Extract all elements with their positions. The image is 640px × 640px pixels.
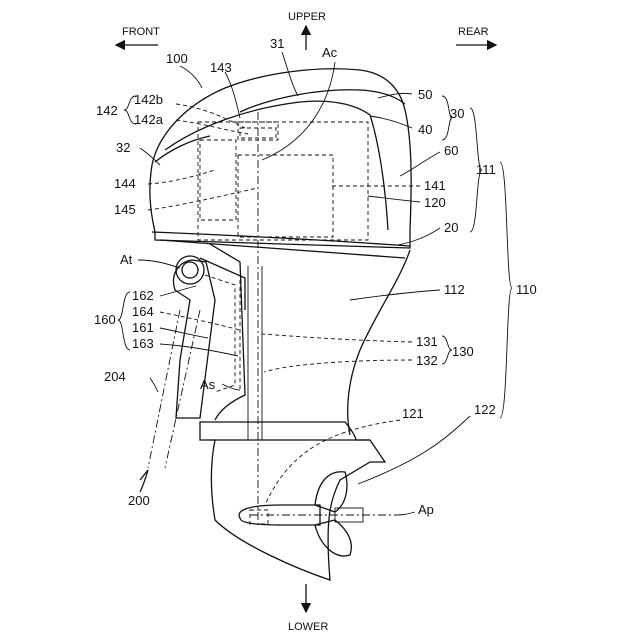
label-110: 110 — [516, 282, 537, 297]
label-112: 112 — [444, 282, 465, 297]
mid-body — [140, 244, 410, 492]
tilt-shaft-inner — [182, 262, 198, 278]
gearcase-outline — [200, 422, 385, 580]
leader-122 — [358, 416, 470, 484]
leader-131 — [262, 334, 412, 342]
label-131: 131 — [416, 334, 438, 349]
leader-204 — [150, 378, 158, 392]
leader-31 — [282, 52, 298, 96]
front-label: FRONT — [122, 26, 160, 38]
label-111: 111 — [476, 162, 496, 177]
label-161: 161 — [132, 320, 154, 335]
label-100: 100 — [166, 51, 188, 66]
lower-unit — [200, 422, 395, 580]
leader-60 — [400, 152, 440, 176]
label-163: 163 — [132, 336, 154, 351]
leader-At — [138, 260, 180, 268]
bracket-130 — [442, 336, 452, 364]
label-142b: 142b — [134, 92, 163, 107]
leader-143 — [225, 72, 240, 118]
label-32: 32 — [116, 140, 130, 155]
leader-100 — [180, 66, 202, 88]
label-30: 30 — [450, 106, 464, 121]
label-60: 60 — [444, 143, 458, 158]
leader-200 — [140, 470, 148, 492]
label-164: 164 — [132, 304, 154, 319]
leader-163 — [160, 344, 238, 356]
label-142a: 142a — [134, 112, 164, 127]
bracket-110 — [500, 162, 512, 418]
label-50: 50 — [418, 87, 432, 102]
swivel-dashed — [205, 275, 235, 392]
label-31: 31 — [270, 36, 284, 51]
leader-20 — [398, 228, 440, 245]
bracket-160 — [118, 292, 130, 350]
leader-144 — [148, 170, 215, 184]
rear-label: REAR — [458, 26, 489, 38]
leader-145 — [148, 188, 258, 210]
label-Ap: Ap — [418, 502, 434, 517]
gear-box-dashed — [250, 510, 268, 524]
label-141: 141 — [424, 178, 446, 193]
direction-indicators: FRONT UPPER REAR LOWER — [116, 11, 496, 633]
lower-label: LOWER — [288, 621, 328, 633]
label-132: 132 — [416, 353, 438, 368]
leader-40 — [370, 116, 412, 128]
label-At: At — [120, 252, 133, 267]
label-Ac: Ac — [322, 45, 338, 60]
upper-label: UPPER — [288, 11, 326, 23]
leader-120 — [368, 196, 420, 202]
leader-132 — [264, 360, 412, 372]
label-120: 120 — [424, 195, 446, 210]
transom-line-204b — [165, 310, 200, 468]
label-204: 204 — [104, 369, 126, 384]
label-130: 130 — [452, 344, 474, 359]
label-As: As — [200, 377, 216, 392]
leader-As — [222, 384, 240, 390]
leader-164 — [160, 312, 240, 330]
label-162: 162 — [132, 288, 154, 303]
leader-Ac — [262, 62, 335, 160]
label-160: 160 — [94, 312, 116, 327]
label-20: 20 — [444, 220, 458, 235]
label-145: 145 — [114, 202, 136, 217]
cowl-outline — [150, 69, 411, 248]
leader-162 — [160, 286, 196, 296]
label-143: 143 — [210, 60, 232, 75]
upper-case-rear — [348, 250, 410, 435]
inner-box-144 — [200, 140, 236, 220]
label-40: 40 — [418, 122, 432, 137]
label-200: 200 — [128, 493, 150, 508]
label-121: 121 — [402, 406, 424, 421]
leader-Ap — [395, 512, 415, 515]
label-142: 142 — [96, 103, 118, 118]
leader-112 — [350, 290, 440, 300]
label-144: 144 — [114, 176, 136, 191]
inner-box-141 — [238, 155, 333, 237]
label-122: 122 — [474, 402, 496, 417]
